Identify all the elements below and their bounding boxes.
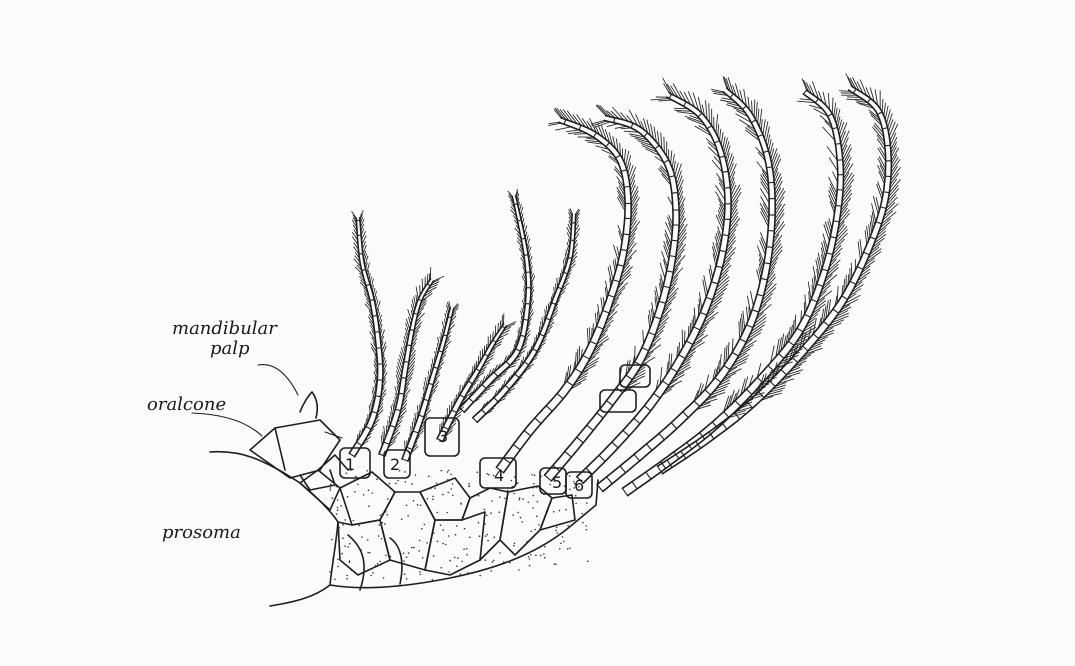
- setae-layer: [352, 74, 901, 453]
- leg-number-2: 2: [390, 455, 400, 474]
- leg-number-6: 6: [574, 476, 584, 495]
- stipple-texture: [329, 469, 588, 580]
- label-oralcone: oralcone: [147, 394, 226, 415]
- leg-10-edge-left: [603, 88, 775, 491]
- leg-number-5: 5: [552, 473, 562, 492]
- leg-9-edge-right: [577, 97, 725, 477]
- leg-number-1: 1: [345, 455, 355, 474]
- leg-number-3: 3: [438, 427, 448, 446]
- oral-cone: [250, 420, 348, 490]
- leg-10-edge-right: [597, 92, 769, 485]
- leg-7-edge-left: [504, 118, 632, 473]
- leg-number-4: 4: [494, 466, 504, 485]
- mandibular-palp: [300, 392, 342, 438]
- leg-8-edge-right: [545, 120, 673, 475]
- label-prosoma: prosoma: [162, 522, 241, 543]
- palp-pointer-line: [258, 365, 298, 395]
- oralcone-pointer-line: [192, 413, 262, 436]
- leg-5-edge-right: [460, 196, 527, 407]
- leg-12-edge-left: [663, 86, 892, 474]
